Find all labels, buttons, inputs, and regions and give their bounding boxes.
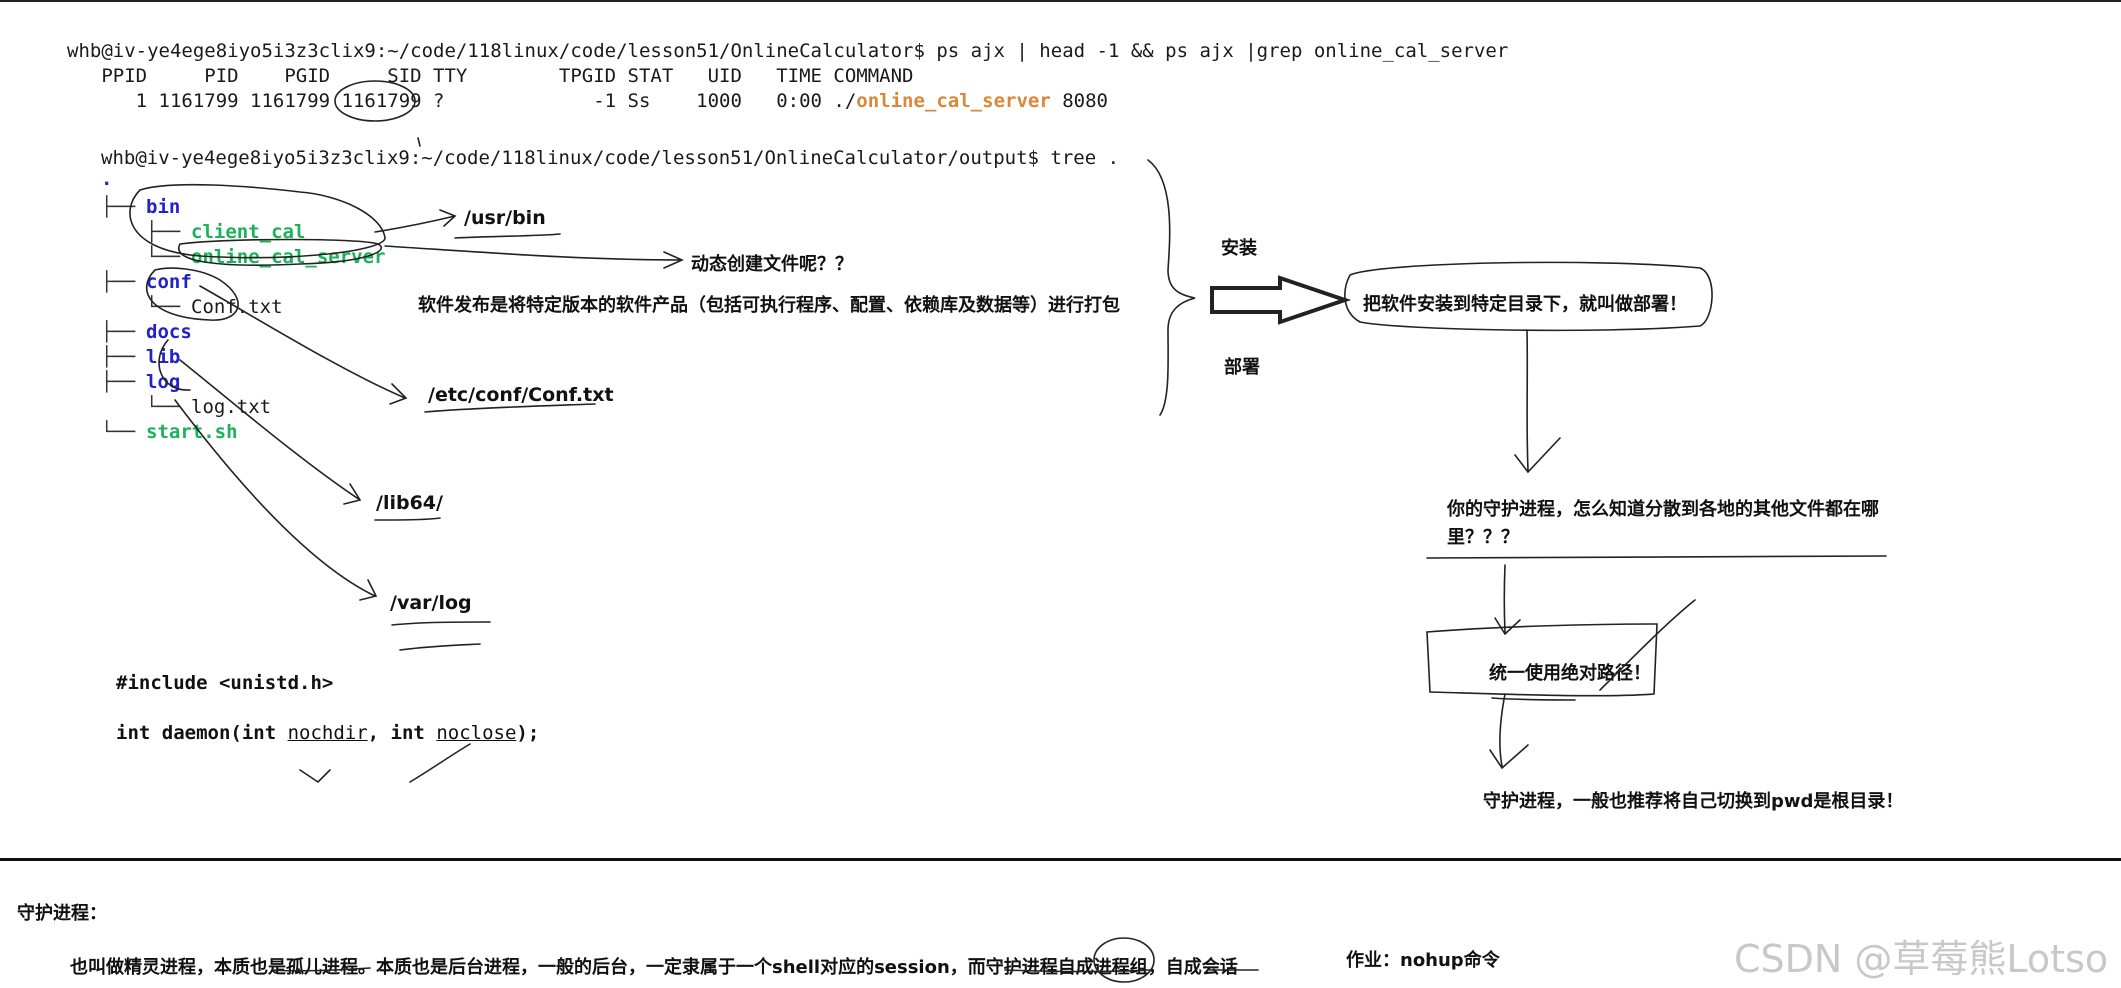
homework-note: 作业：nohup命令 xyxy=(1346,950,1500,971)
tree-branch-4: └── xyxy=(146,296,192,318)
ps-row-process: online_cal_server xyxy=(856,90,1051,112)
brace xyxy=(1147,159,1196,416)
section-divider xyxy=(0,858,2121,861)
tree-log: log xyxy=(146,371,181,393)
tree-branch-2: └── xyxy=(146,246,192,268)
bottom-description: 也叫做精灵进程，本质也是孤儿进程。本质也是后台进程，一般的后台，一定隶属于一个s… xyxy=(70,957,1238,978)
label-deploy: 部署 xyxy=(1224,357,1260,378)
tree-root: . xyxy=(101,168,113,190)
label-install: 安装 xyxy=(1221,238,1257,259)
path-etc-conf: /etc/conf/Conf.txt xyxy=(428,384,614,406)
path-usr-bin: /usr/bin xyxy=(464,207,546,229)
code-param-noclose: noclose xyxy=(436,722,517,744)
tree-branch-1: ├── xyxy=(146,221,192,243)
ps-row: 1 1161799 1161799 1161799 ? -1 Ss 1000 0… xyxy=(67,90,1108,112)
tree-start-sh: start.sh xyxy=(146,421,238,443)
note-deploy-definition: 把软件安装到特定目录下，就叫做部署！ xyxy=(1363,294,1687,315)
tree-branch-5: ├── xyxy=(101,321,147,343)
terminal-command-tree: whb@iv-ye4ege8iyo5i3z3clix9:~/code/118li… xyxy=(101,147,1120,169)
terminal-command-ps: whb@iv-ye4ege8iyo5i3z3clix9:~/code/118li… xyxy=(67,40,1509,62)
note-release: 软件发布是将特定版本的软件产品（包括可执行程序、配置、依赖库及数据等）进行打包 xyxy=(418,295,1120,316)
big-arrow xyxy=(1210,275,1352,325)
code-sig-part2: , int xyxy=(367,722,437,744)
tree-client-cal: client_cal xyxy=(191,221,306,243)
ps-row-port: 8080 xyxy=(1050,90,1108,112)
tree-conf: conf xyxy=(146,271,192,293)
tree-docs: docs xyxy=(146,321,192,343)
ps-row-fields: 1 1161799 1161799 1161799 ? -1 Ss 1000 0… xyxy=(67,90,857,112)
watermark: CSDN @草莓熊Lotso xyxy=(1734,937,2109,981)
note-chdir-root: 守护进程，一般也推荐将自己切换到pwd是根目录！ xyxy=(1483,791,1904,812)
path-lib64: /lib64/ xyxy=(376,492,443,514)
code-daemon-signature: int daemon(int nochdir, int noclose); xyxy=(116,722,539,744)
tree-branch-9: └── xyxy=(101,421,147,443)
tree-branch-8: └── xyxy=(146,396,192,418)
note-absolute-path: 统一使用绝对路径！ xyxy=(1489,663,1651,684)
tree-lines: ├── xyxy=(101,196,147,218)
tree-branch-7: ├── xyxy=(101,371,147,393)
path-var-log: /var/log xyxy=(390,592,472,614)
arrow-usr-bin xyxy=(374,209,457,233)
arrow-dynamic xyxy=(384,245,684,269)
tree-branch-6: ├── xyxy=(101,346,147,368)
ps-header: PPID PID PGID SID TTY TPGID STAT UID TIM… xyxy=(67,65,914,87)
top-rule xyxy=(0,0,2121,2)
bottom-heading: 守护进程： xyxy=(17,903,107,924)
code-include: #include <unistd.h> xyxy=(116,672,334,694)
note-question-line1: 你的守护进程，怎么知道分散到各地的其他文件都在哪 xyxy=(1447,499,1879,520)
tree-lib: lib xyxy=(146,346,181,368)
code-param-nochdir: nochdir xyxy=(287,722,368,744)
tree-branch-3: ├── xyxy=(101,271,147,293)
tree-bin: bin xyxy=(146,196,181,218)
tree-log-txt: log.txt xyxy=(191,396,272,418)
note-question-line2: 里？？？ xyxy=(1447,527,1519,548)
tree-conf-txt: Conf.txt xyxy=(191,296,283,318)
code-sig-part3: ); xyxy=(516,722,540,744)
tree-online-cal-server: online_cal_server xyxy=(191,246,386,268)
code-sig-part1: int daemon(int xyxy=(116,722,288,744)
note-dynamic-files: 动态创建文件呢？？ xyxy=(691,254,853,275)
